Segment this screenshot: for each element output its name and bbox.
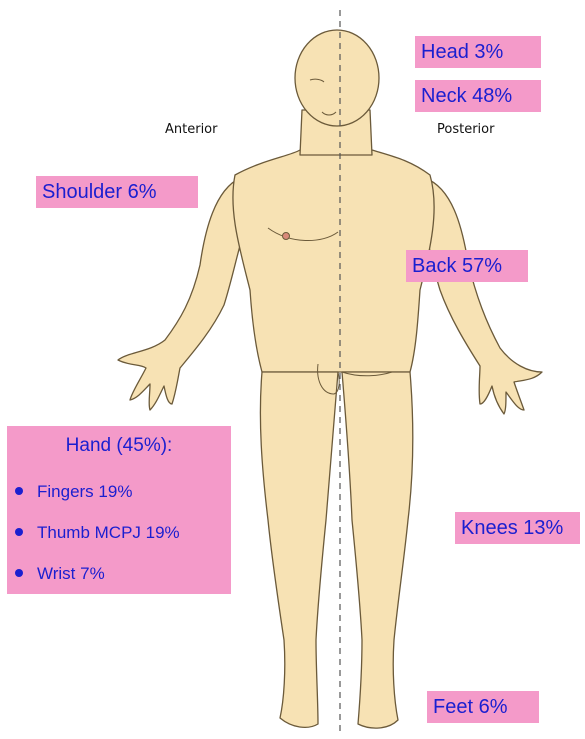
back-region-label: Back 57%: [406, 250, 528, 282]
hand-list-item: Fingers 19%: [15, 482, 180, 523]
neck-region-label: Neck 48%: [415, 80, 541, 112]
hand-list-item: Thumb MCPJ 19%: [15, 523, 180, 564]
head-region-label: Head 3%: [415, 36, 541, 68]
bullet-icon: [15, 528, 23, 536]
hand-item-label: Fingers 19%: [37, 482, 132, 502]
hand-title: Hand (45%):: [7, 435, 231, 457]
hand-item-label: Thumb MCPJ 19%: [37, 523, 180, 543]
hand-region-box: Hand (45%): Fingers 19% Thumb MCPJ 19% W…: [7, 426, 231, 594]
knees-region-label: Knees 13%: [455, 512, 580, 544]
left-leg: [260, 372, 338, 727]
bullet-icon: [15, 569, 23, 577]
anterior-label: Anterior: [165, 122, 217, 137]
hand-list-item: Wrist 7%: [15, 564, 180, 605]
head: [295, 30, 379, 126]
right-arm: [424, 178, 542, 414]
hand-item-label: Wrist 7%: [37, 564, 105, 584]
torso: [233, 150, 434, 372]
posterior-label: Posterior: [437, 122, 494, 137]
left-arm: [118, 178, 244, 410]
shoulder-region-label: Shoulder 6%: [36, 176, 198, 208]
right-leg: [342, 372, 413, 728]
bullet-icon: [15, 487, 23, 495]
feet-region-label: Feet 6%: [427, 691, 539, 723]
hand-list: Fingers 19% Thumb MCPJ 19% Wrist 7%: [15, 482, 180, 605]
